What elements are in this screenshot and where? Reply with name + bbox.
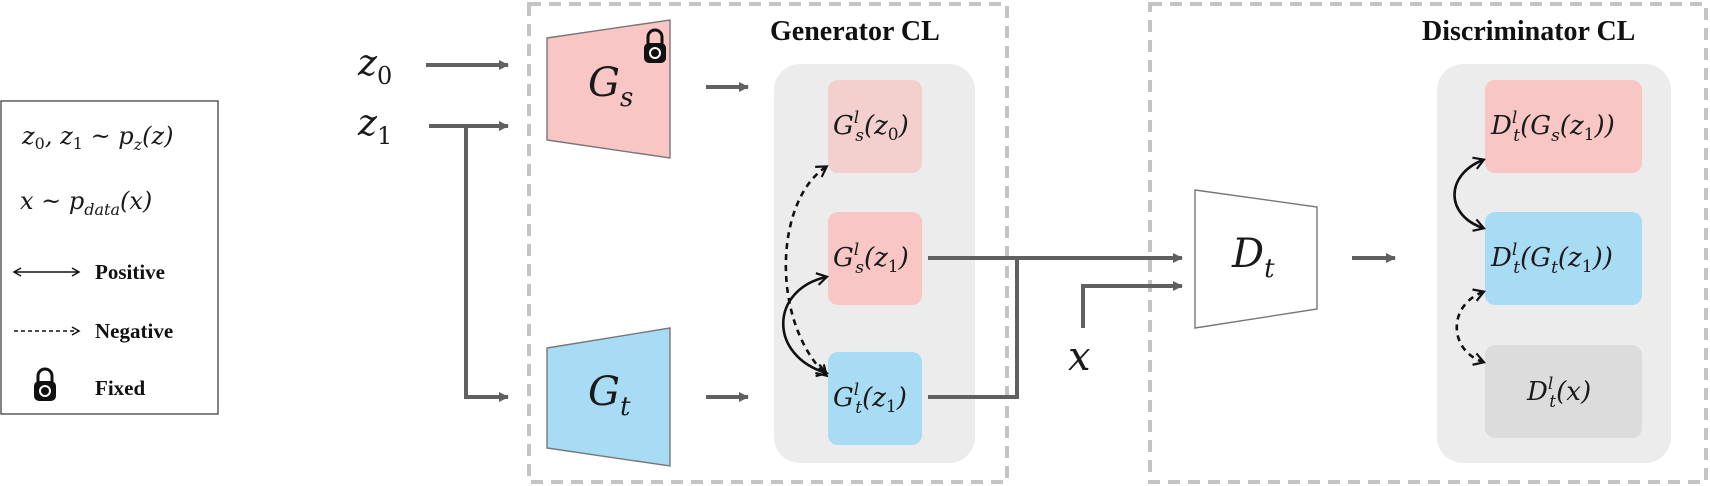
gs-z1-feature-box <box>828 212 922 305</box>
legend-box <box>0 100 219 415</box>
dt-gs-feature-box <box>1485 80 1642 173</box>
generator-cl-title: Generator CL <box>770 16 940 47</box>
lock-icon <box>34 367 56 401</box>
z0-label: z0 <box>357 43 392 90</box>
dt-discriminator-label: Dt <box>1231 231 1275 284</box>
legend: z0, z1 ~ pz(z) x ~ pdata(x) Positive Neg… <box>0 100 219 415</box>
gs-generator-block <box>546 19 671 159</box>
dt-discriminator-block <box>1194 189 1318 329</box>
negative-arrow-gs-z0-gt-z1 <box>784 165 829 378</box>
gt-z1-feature-box <box>828 352 922 445</box>
dt-gt-feature-box <box>1485 212 1642 305</box>
legend-dist-z: z0, z1 ~ pz(z) <box>21 122 173 154</box>
positive-arrow-dt-gs-dt-gt <box>1453 156 1486 232</box>
gs-z0-feature-box <box>828 80 922 173</box>
gt-generator-block <box>546 327 671 467</box>
legend-negative-label: Negative <box>95 319 173 343</box>
dt-x-feature-box <box>1485 345 1642 438</box>
discriminator-cl-title: Discriminator CL <box>1422 16 1635 47</box>
negative-arrow-dt-gt-dt-x <box>1455 288 1486 366</box>
x-to-dt-arrow <box>1081 281 1183 328</box>
z1-label: z1 <box>357 103 392 150</box>
gt-z1-to-dt-line <box>928 258 1019 399</box>
lock-icon <box>644 28 666 63</box>
legend-dist-x: x ~ pdata(x) <box>20 187 152 219</box>
positive-arrow-gs-z1-gt-z1 <box>781 272 830 378</box>
discriminator-region <box>1148 2 1708 484</box>
legend-positive-label: Positive <box>95 260 165 284</box>
legend-fixed-label: Fixed <box>95 376 145 400</box>
gs-generator-label: Gs <box>588 60 633 113</box>
gt-generator-label: Gt <box>588 369 631 422</box>
z1-to-gt-arrow <box>464 126 509 402</box>
x-label: x <box>1068 334 1091 380</box>
